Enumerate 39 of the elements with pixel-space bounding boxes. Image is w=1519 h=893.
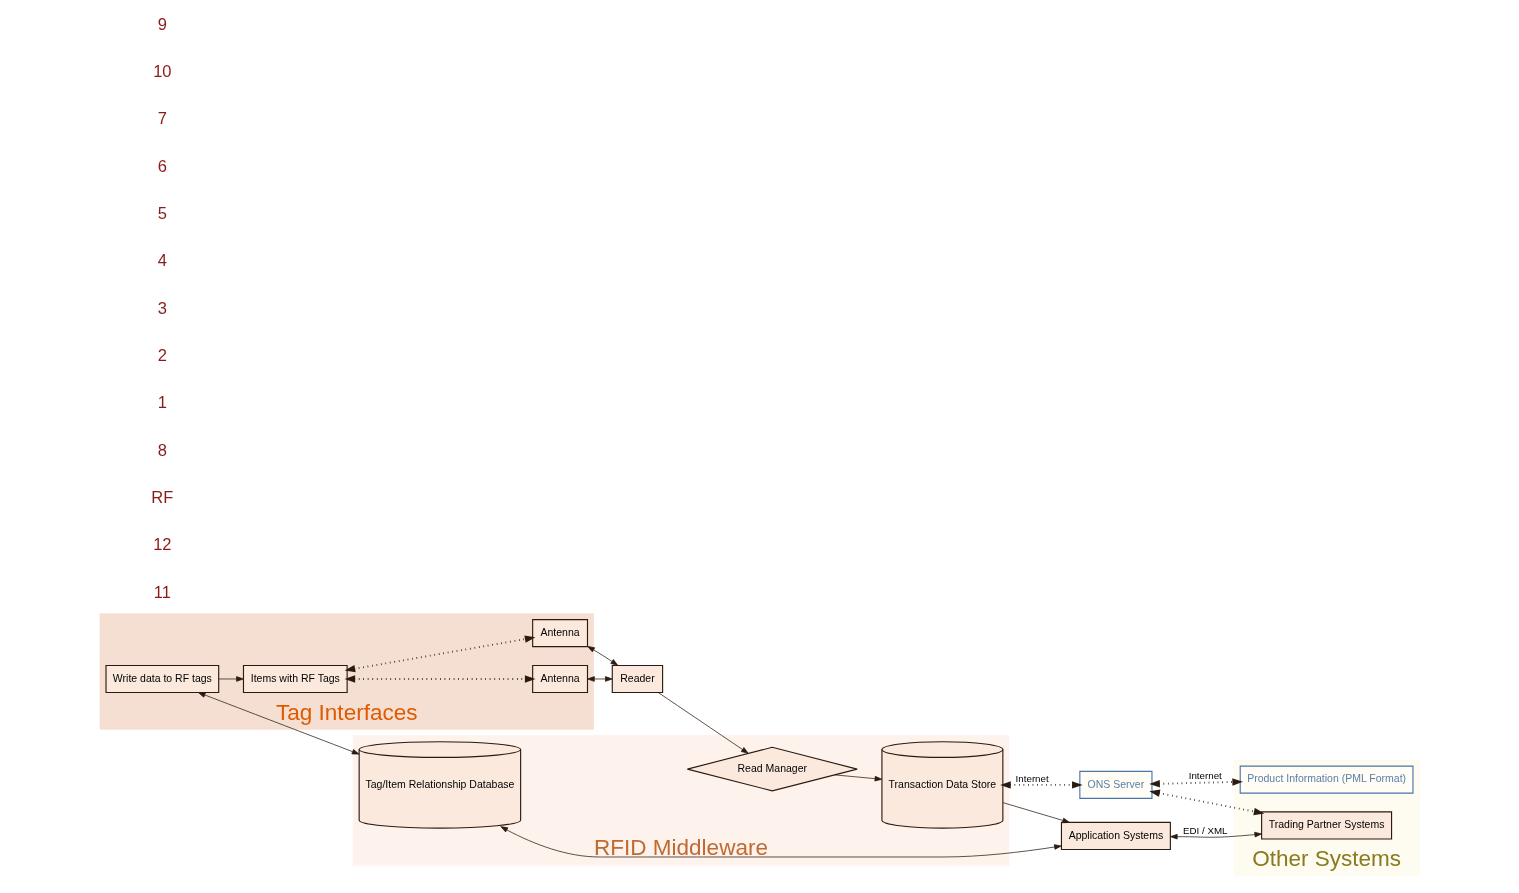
edge-label: Internet	[1015, 773, 1049, 785]
arrow	[834, 774, 883, 782]
node-box: Application Systems	[1060, 821, 1171, 851]
label: 2	[157, 345, 167, 365]
node-box: ONS Server	[1079, 770, 1153, 799]
node-box: Antenna	[532, 619, 589, 648]
node-box: Product Information (PML Format)	[1239, 765, 1414, 794]
label: 12	[153, 535, 172, 555]
node-box: Write data to RF tags	[105, 664, 220, 694]
arrow	[1149, 789, 1265, 816]
label: 3	[157, 298, 167, 318]
arrow	[658, 692, 749, 754]
label: 8	[157, 440, 167, 460]
arrow	[1170, 831, 1262, 840]
node-box: Reader	[611, 664, 664, 694]
label: 7	[157, 109, 167, 129]
arrow	[1149, 778, 1243, 788]
label: 6	[157, 156, 167, 176]
arrow	[344, 675, 536, 683]
label: 4	[157, 251, 167, 271]
edge-label: EDI / XML	[1183, 825, 1228, 836]
node-box: Antenna	[532, 664, 589, 694]
label: 10	[153, 62, 172, 82]
label: 9	[157, 14, 167, 34]
label: RF	[151, 487, 174, 507]
arrow	[218, 676, 244, 682]
node-box: Trading Partner Systems	[1261, 811, 1393, 840]
label: 1	[157, 393, 167, 413]
arrow	[500, 826, 1062, 858]
arrow	[1000, 781, 1083, 789]
arrow	[587, 676, 613, 682]
edge-label: Internet	[1188, 770, 1222, 782]
label: 5	[157, 203, 167, 223]
arrow	[1002, 802, 1070, 824]
node-box: Items with RF Tags	[242, 664, 348, 694]
arrow	[197, 692, 360, 755]
label: 11	[153, 582, 171, 602]
arrow	[587, 646, 619, 666]
arrow	[344, 635, 536, 673]
